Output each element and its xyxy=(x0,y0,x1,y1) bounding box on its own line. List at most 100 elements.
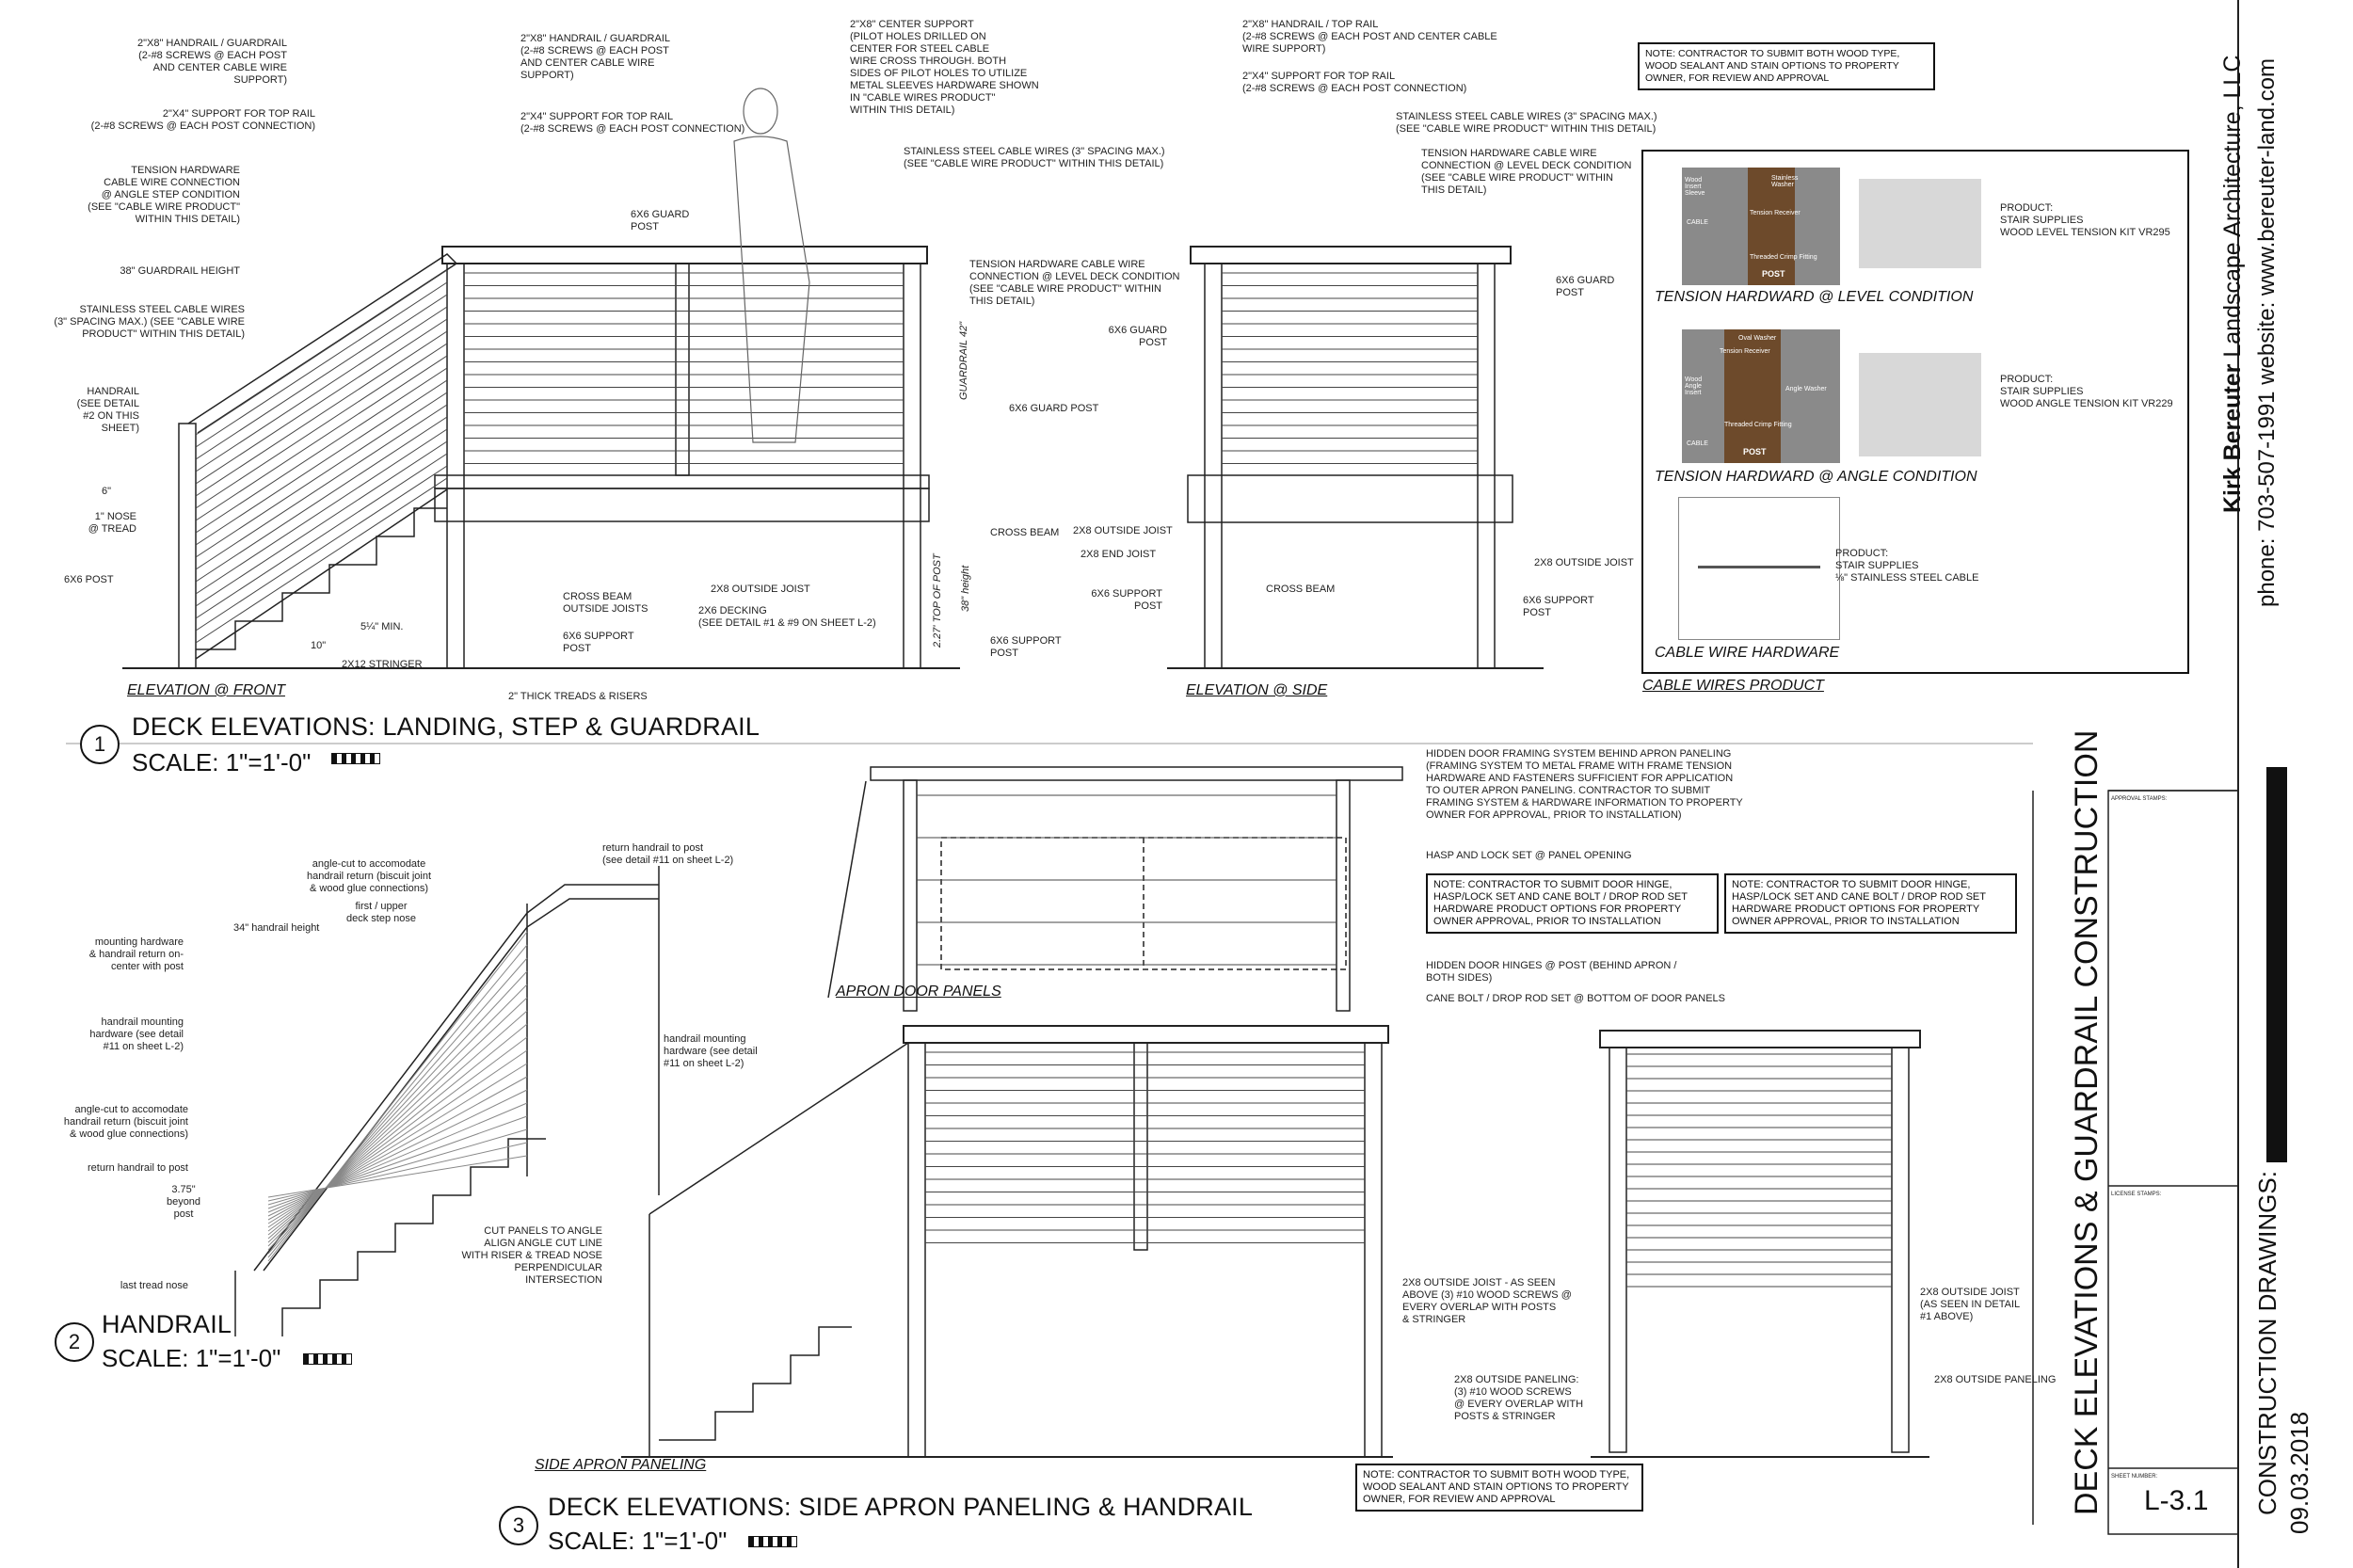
side-label-guard-post-right: 6X6 GUARD POST xyxy=(1556,275,1615,298)
d3-cut-panels: CUT PANELS TO ANGLE ALIGN ANGLE CUT LINE… xyxy=(461,1225,602,1286)
detail-1-title: DECK ELEVATIONS: LANDING, STEP & GUARDRA… xyxy=(132,712,760,741)
person-figure xyxy=(733,88,810,443)
photo-label-stainless-washer: Stainless Washer xyxy=(1771,175,1799,188)
license-stamps: LICENSE STAMPS: xyxy=(2111,1192,2162,1197)
cable-line xyxy=(195,465,448,632)
label-tension-level: TENSION HARDWARE CABLE WIRE CONNECTION @… xyxy=(969,259,1180,307)
scale-bar-3 xyxy=(748,1536,797,1547)
cable-line xyxy=(195,269,448,436)
d3-outside-paneling-right: 2X8 OUTSIDE PANELING xyxy=(1934,1374,2057,1385)
product-angle: PRODUCT: STAIR SUPPLIES WOOD ANGLE TENSI… xyxy=(2000,374,2173,409)
photo-label-cable-2: CABLE xyxy=(1687,440,1708,447)
d2-height: 34" handrail height xyxy=(233,922,320,934)
cable-line xyxy=(195,318,448,485)
photo-label-post-2: POST xyxy=(1743,447,1767,456)
photo-label-wood-angle: Wood Angle Insert xyxy=(1685,376,1703,396)
cable-line xyxy=(267,1023,528,1236)
cable-line xyxy=(195,306,448,472)
caption-cable-wires-product: CABLE WIRES PRODUCT xyxy=(1642,678,1824,694)
label-cross-beam: CROSS BEAM xyxy=(990,527,1060,538)
cable-line xyxy=(195,453,448,619)
cable-line xyxy=(195,477,448,644)
cable-line xyxy=(195,343,448,509)
caption-elevation-front: ELEVATION @ FRONT xyxy=(127,682,285,698)
photo-label-threaded-crimp: Threaded Crimp Fitting xyxy=(1750,254,1817,261)
sheet-number: L-3.1 xyxy=(2144,1485,2209,1516)
scale-bar-1 xyxy=(331,753,380,764)
photo-level-tension: Stainless Washer Wood Insert Sleeve Tens… xyxy=(1682,168,1840,285)
d3-outside-paneling: 2X8 OUTSIDE PANELING: (3) #10 WOOD SCREW… xyxy=(1454,1374,1584,1422)
label-nose: 1" NOSE @ TREAD xyxy=(88,511,136,535)
note-wood-type: NOTE: CONTRACTOR TO SUBMIT BOTH WOOD TYP… xyxy=(1638,42,1935,90)
apron-note-1: NOTE: CONTRACTOR TO SUBMIT DOOR HINGE, H… xyxy=(1426,873,1719,934)
detail-number-2: 2 xyxy=(55,1322,94,1362)
firm-name-rest: Landscape Architecture, LLC xyxy=(2219,55,2246,364)
caption-side-apron: SIDE APRON PANELING xyxy=(535,1457,707,1473)
photo-level-parts xyxy=(1859,179,1981,268)
cable-line xyxy=(267,944,528,1258)
photo-label-tension-receiver: Tension Receiver xyxy=(1750,210,1801,216)
d3-outside-joist-right: 2X8 OUTSIDE JOIST (AS SEEN IN DETAIL #1 … xyxy=(1920,1287,2021,1322)
side-label-cross-beam: CROSS BEAM xyxy=(1266,584,1336,595)
label-min: 5¼" MIN. xyxy=(360,621,404,632)
d2-last-nose: last tread nose xyxy=(120,1280,188,1291)
label-support-top-rail-2: 2"X4" SUPPORT FOR TOP RAIL (2-#8 SCREWS … xyxy=(520,111,745,135)
photo-label-angle-washer: Angle Washer xyxy=(1785,386,1827,392)
approval-stamps: APPROVAL STAMPS: xyxy=(2111,796,2168,802)
d2-first-nose: first / upper deck step nose xyxy=(346,901,416,924)
label-support-post: 6X6 SUPPORT POST xyxy=(563,631,634,654)
cable-line xyxy=(267,1089,528,1217)
side-label-outside-joist-right: 2X8 OUTSIDE JOIST xyxy=(1534,557,1634,568)
cable-line xyxy=(195,367,448,534)
cable-line xyxy=(267,1010,528,1240)
cable-line xyxy=(267,1049,528,1228)
side-label-support-post-left: 6X6 SUPPORT POST xyxy=(1091,588,1162,612)
d2-mounting-center: mounting hardware & handrail return on- … xyxy=(88,936,184,972)
d2-beyond: 3.75" beyond post xyxy=(166,1184,201,1220)
label-outside-joist: 2X8 OUTSIDE JOIST xyxy=(711,584,810,595)
label-6x6-post: 6X6 POST xyxy=(64,574,114,585)
label-handrail-guardrail-2: 2"X8" HANDRAIL / GUARDRAIL (2-#8 SCREWS … xyxy=(520,33,671,81)
side-label-cable-wires: STAINLESS STEEL CABLE WIRES (3" SPACING … xyxy=(1396,111,1657,135)
cable-line xyxy=(267,984,528,1247)
label-cross-beam-2: CROSS BEAM OUTSIDE JOISTS xyxy=(563,591,648,615)
sheet-title: DECK ELEVATIONS & GUARDRAIL CONSTRUCTION xyxy=(2069,729,2105,1515)
label-tension-angle: TENSION HARDWARE CABLE WIRE CONNECTION @… xyxy=(88,165,240,225)
cable-line xyxy=(195,440,448,607)
detail-1-scale: SCALE: 1"=1'-0" xyxy=(132,748,312,776)
label-guard-post: 6X6 GUARD POST xyxy=(631,209,690,232)
cable-line xyxy=(267,1155,528,1198)
cable-line xyxy=(195,330,448,497)
photo-cable-wire xyxy=(1678,497,1840,640)
detail-2-scale: SCALE: 1"=1'-0" xyxy=(102,1344,281,1372)
side-label-guard-post-left: 6X6 GUARD POST xyxy=(1108,325,1167,348)
caption-level-condition: TENSION HARDWARD @ LEVEL CONDITION xyxy=(1655,289,1974,305)
side-label-handrail-top: 2"X8" HANDRAIL / TOP RAIL (2-#8 SCREWS @… xyxy=(1242,19,1497,55)
detail-number-1: 1 xyxy=(80,725,120,764)
label-top-of-post: 2.27' TOP OF POST xyxy=(932,553,943,648)
cable-line xyxy=(267,1076,528,1221)
photo-label-oval-washer: Oval Washer xyxy=(1738,335,1777,342)
side-label-tension-level: TENSION HARDWARE CABLE WIRE CONNECTION @… xyxy=(1421,148,1632,196)
side-label-end-joist: 2X8 END JOIST xyxy=(1080,549,1157,560)
apron-hasp: HASP AND LOCK SET @ PANEL OPENING xyxy=(1426,850,1632,861)
photo-label-wood-insert: Wood Insert Sleeve xyxy=(1685,177,1705,197)
cable-line xyxy=(267,997,528,1243)
cable-line xyxy=(195,404,448,570)
cable-line xyxy=(267,1036,528,1232)
photo-angle-tension: Oval Washer Tension Receiver Wood Angle … xyxy=(1682,329,1840,463)
cable-line xyxy=(267,1063,528,1224)
caption-angle-condition: TENSION HARDWARD @ ANGLE CONDITION xyxy=(1655,469,1977,485)
label-ten-inch: 10" xyxy=(311,640,327,651)
d2-angle-cut-top: angle-cut to accomodate handrail return … xyxy=(306,858,432,894)
product-cable: PRODUCT: STAIR SUPPLIES ⅛" STAINLESS STE… xyxy=(1835,548,1979,584)
redacted-bar xyxy=(2266,767,2287,1162)
photo-label-threaded-crimp-2: Threaded Crimp Fitting xyxy=(1724,422,1792,428)
label-support-top-rail: 2"X4" SUPPORT FOR TOP RAIL (2-#8 SCREWS … xyxy=(90,108,315,132)
cable-line xyxy=(195,416,448,583)
photo-label-cable: CABLE xyxy=(1687,219,1708,226)
apron-note-2: NOTE: CONTRACTOR TO SUBMIT DOOR HINGE, H… xyxy=(1724,873,2017,934)
product-level: PRODUCT: STAIR SUPPLIES WOOD LEVEL TENSI… xyxy=(2000,202,2170,238)
label-height-38: 38" height xyxy=(960,565,971,612)
